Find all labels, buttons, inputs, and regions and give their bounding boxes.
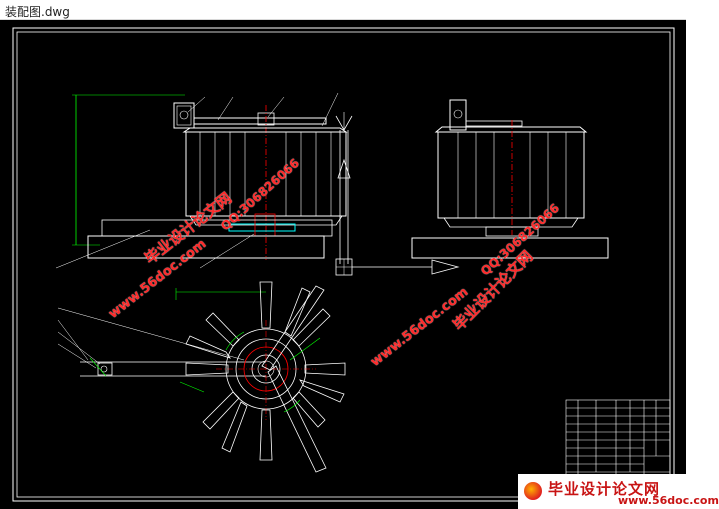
- front-view: [55, 92, 460, 276]
- footer-logo-url: www.56doc.com: [618, 494, 719, 507]
- footer-logo-text: 毕业设计论文网: [548, 480, 661, 498]
- footer-logo: 毕业设计论文网 www.56doc.com: [518, 474, 719, 509]
- drawing-canvas[interactable]: www.56doc.com 毕业设计论文网 QQ:306826066 www.5…: [0, 20, 686, 509]
- outer-frame: [12, 27, 675, 502]
- cad-drawing: [12, 27, 675, 502]
- top-view: [57, 281, 346, 473]
- window-title-bar: 装配图.dwg: [0, 0, 686, 20]
- logo-icon: [524, 482, 542, 500]
- inner-frame: [16, 31, 671, 498]
- window-title: 装配图.dwg: [5, 5, 70, 19]
- side-view: [411, 99, 609, 259]
